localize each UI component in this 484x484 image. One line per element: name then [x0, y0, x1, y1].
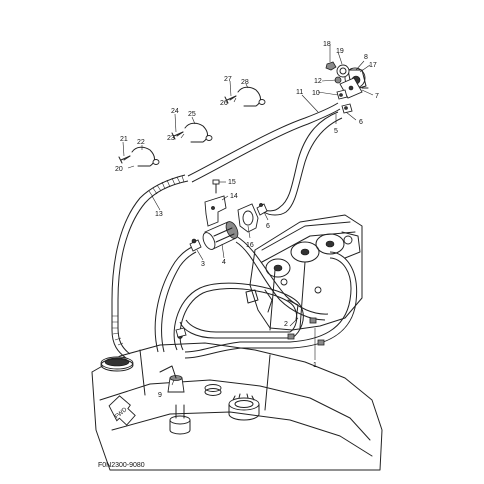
callout-5: 5 — [334, 128, 338, 135]
callout-20: 20 — [115, 166, 123, 173]
part-callouts: 1 2 3 4 5 6 6 7 8 9 10 11 12 13 14 15 16… — [115, 41, 379, 399]
callout-13: 13 — [155, 211, 163, 218]
callout-12: 12 — [314, 78, 322, 85]
joint-9 — [159, 327, 187, 393]
callout-22: 22 — [137, 139, 145, 146]
callout-26: 26 — [220, 100, 228, 107]
callout-25: 25 — [188, 111, 196, 118]
leader-lines — [122, 45, 374, 386]
callout-14: 14 — [230, 193, 238, 200]
fwd-arrow: FWD — [108, 395, 136, 426]
callout-28: 28 — [241, 79, 249, 86]
fittings-6-10 — [336, 89, 353, 114]
callout-11: 11 — [296, 89, 303, 96]
callout-15: 15 — [228, 179, 236, 186]
engine-block — [245, 214, 363, 331]
fuel-hoses — [154, 235, 358, 359]
callout-17: 17 — [369, 62, 377, 69]
callout-24: 24 — [171, 108, 179, 115]
clamp-set-26-28 — [224, 86, 266, 107]
fuel-tank — [91, 342, 383, 471]
hoses-11-and-5 — [187, 102, 343, 216]
callout-7: 7 — [375, 93, 379, 100]
corrugated-hose-13 — [111, 174, 189, 359]
callout-21: 21 — [120, 136, 128, 143]
fuel-filter-assembly — [189, 179, 268, 252]
callout-2: 2 — [284, 321, 288, 328]
clamp-set-23-25 — [171, 122, 213, 143]
clamp-set-20-22 — [118, 146, 160, 167]
callout-10: 10 — [312, 90, 320, 97]
callout-8: 8 — [364, 54, 368, 61]
callout-18: 18 — [323, 41, 331, 48]
callout-27: 27 — [224, 76, 232, 83]
callout-19: 19 — [336, 48, 344, 55]
callout-9: 9 — [158, 392, 162, 399]
callout-3: 3 — [201, 261, 205, 268]
callout-16: 16 — [246, 242, 254, 249]
callout-23: 23 — [167, 135, 175, 142]
callout-6-upper: 6 — [359, 119, 363, 126]
diagram-code: F0N2300-9080 — [98, 462, 145, 469]
callout-4: 4 — [222, 259, 226, 266]
callout-6-lower: 6 — [266, 223, 270, 230]
callout-1: 1 — [313, 362, 317, 369]
